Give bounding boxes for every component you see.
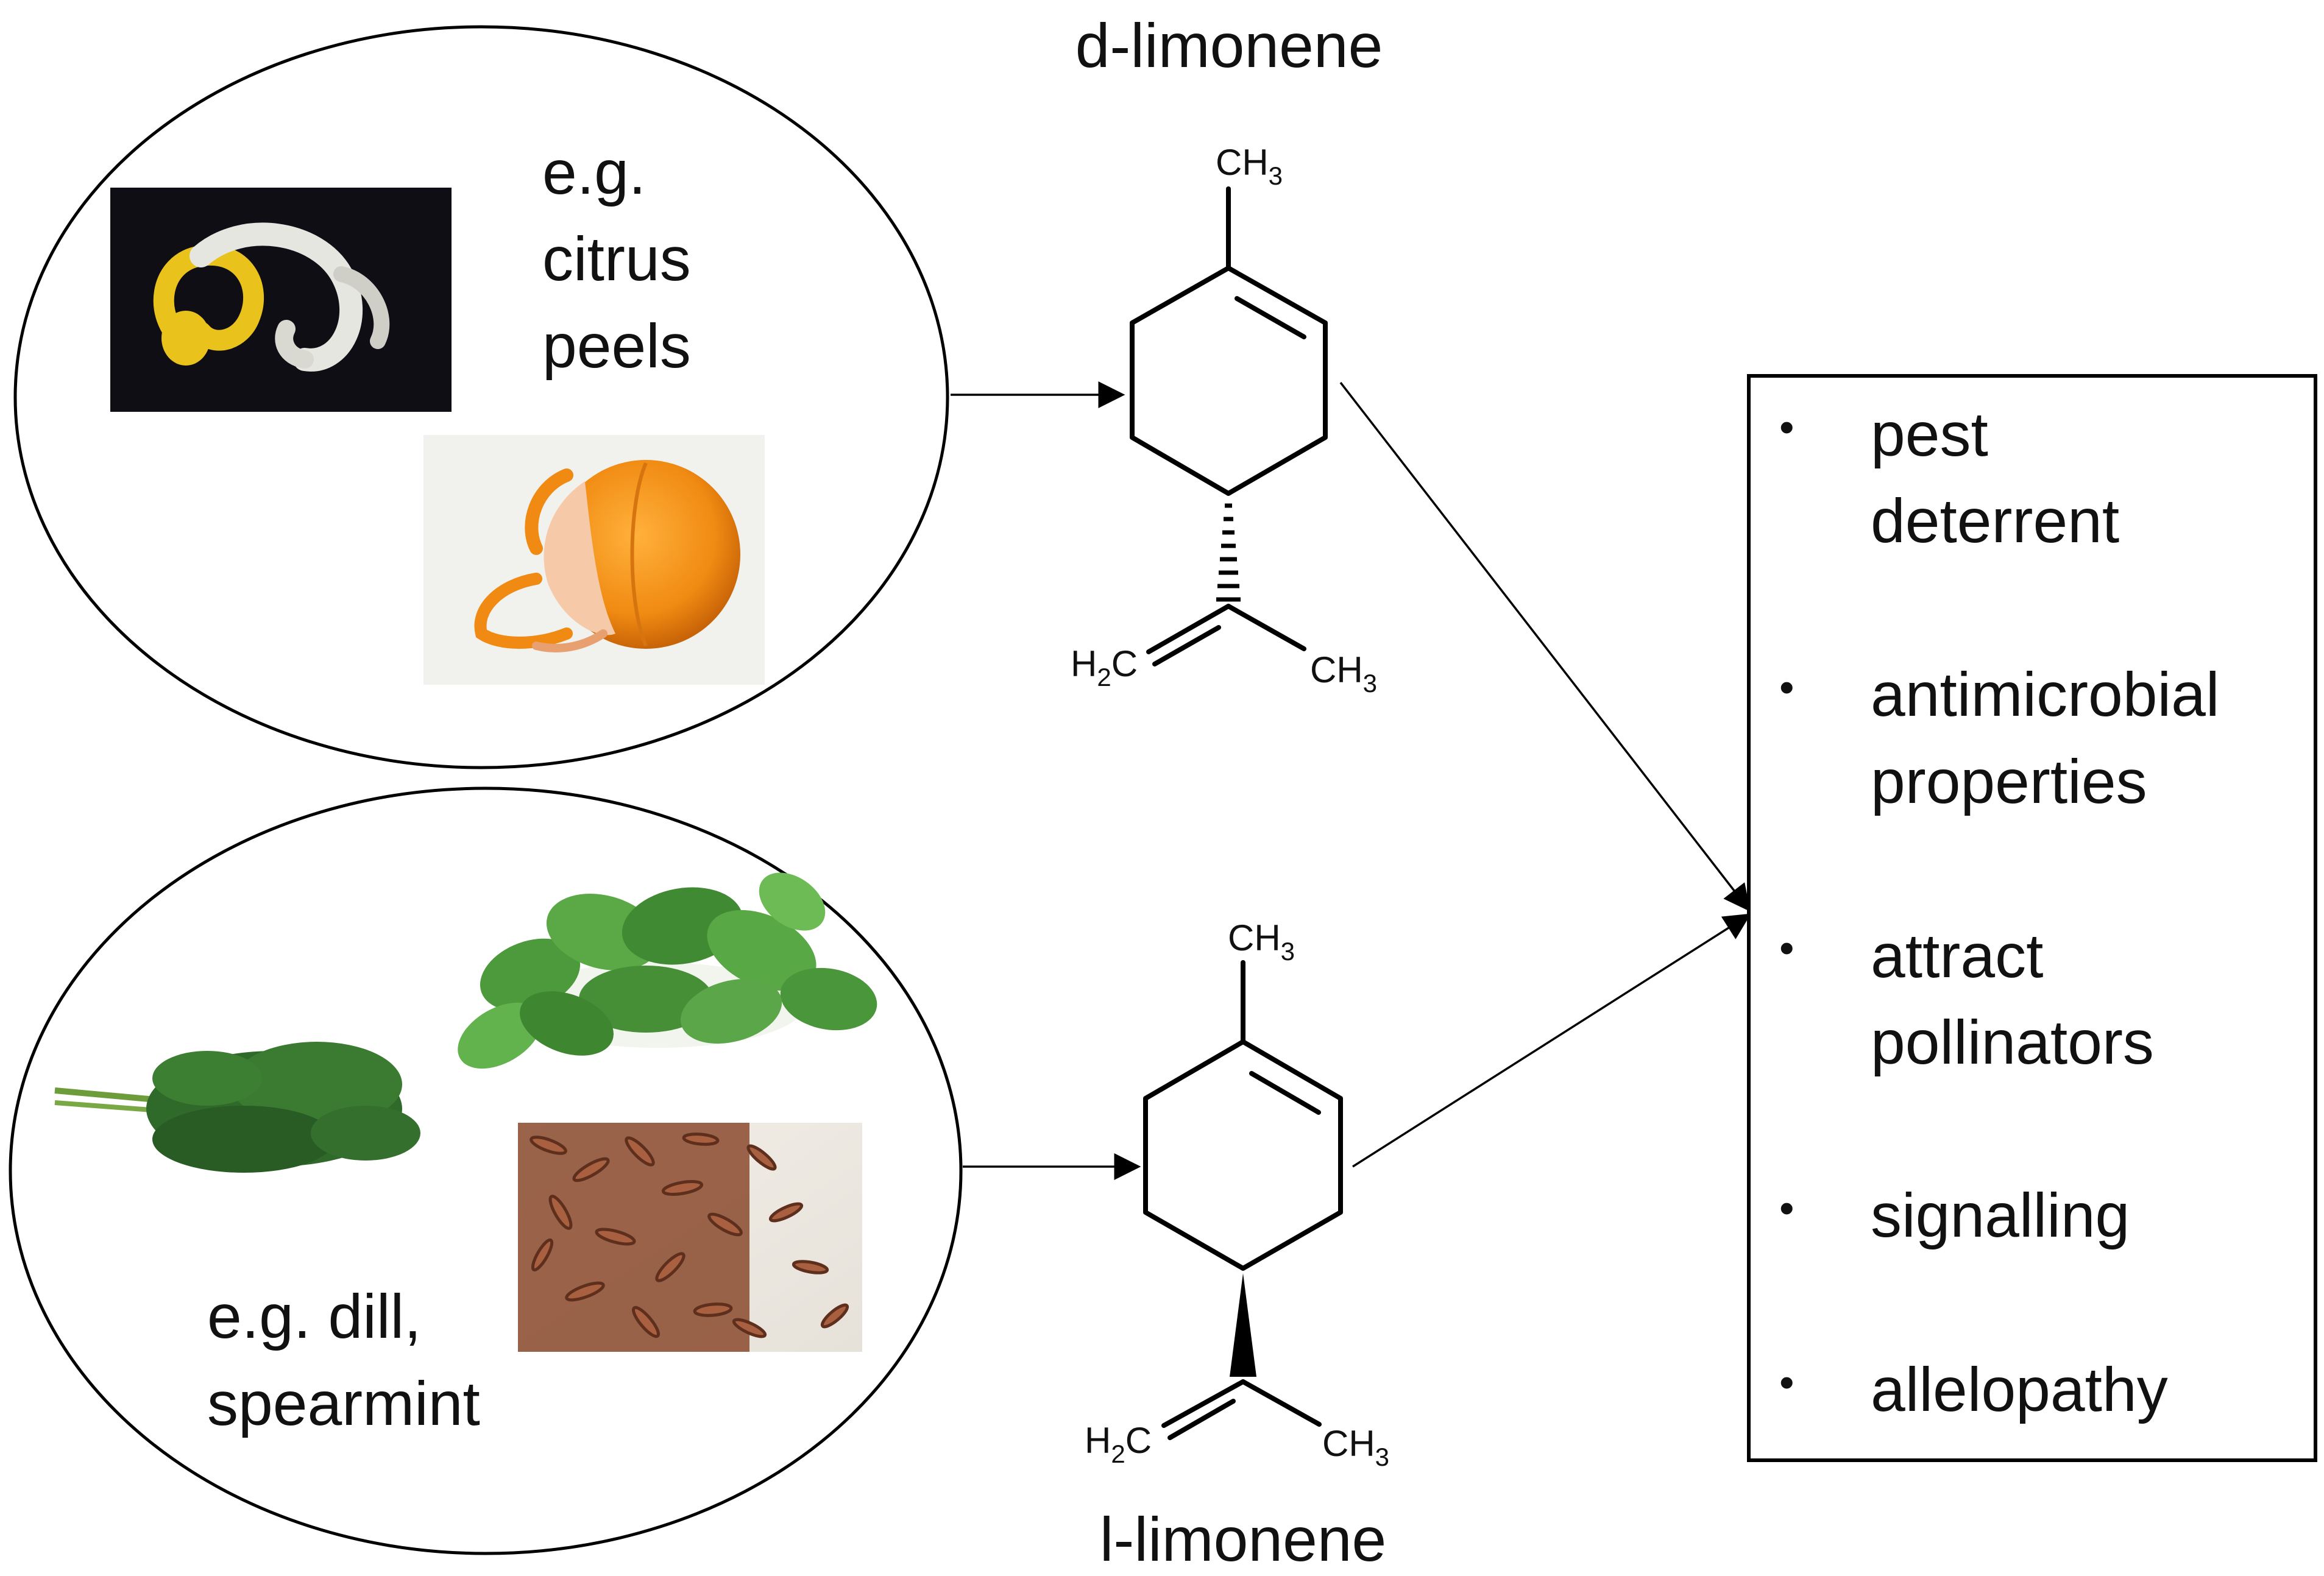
l-methyl-label: CH3 bbox=[1228, 917, 1295, 966]
citrus-source-group: e.g. citrus peels bbox=[13, 25, 949, 769]
citrus-label-line-2: citrus bbox=[542, 224, 691, 294]
lemon-peel-photo bbox=[110, 188, 452, 412]
dill-photo bbox=[54, 1042, 420, 1173]
role-bullet-2: • bbox=[1779, 663, 1794, 711]
peeled-orange-photo bbox=[423, 435, 765, 685]
role-2-line-1: antimicrobial bbox=[1871, 660, 2220, 729]
role-4-line-1: signalling bbox=[1871, 1181, 2130, 1250]
citrus-label-line-3: peels bbox=[542, 311, 691, 381]
herb-label-line-2: spearmint bbox=[207, 1369, 480, 1438]
role-bullet-4: • bbox=[1779, 1184, 1794, 1232]
role-5-line-1: allelopathy bbox=[1871, 1355, 2168, 1424]
role-1-line-2: deterrent bbox=[1871, 486, 2119, 556]
herb-label-line-1: e.g. dill, bbox=[207, 1282, 422, 1351]
role-3-line-2: pollinators bbox=[1871, 1008, 2154, 1077]
role-3-line-1: attract bbox=[1871, 921, 2043, 991]
citrus-source-ellipse bbox=[13, 25, 949, 769]
role-2-line-2: properties bbox=[1871, 747, 2147, 816]
l-ch2-label: H2C bbox=[1085, 1420, 1152, 1468]
roles-box: • pest deterrent • antimicrobial propert… bbox=[1747, 374, 2317, 1462]
d-limonene-to-roles-arrow bbox=[1339, 381, 1751, 912]
l-solid-wedge bbox=[1230, 1273, 1256, 1377]
d-ch3-label: CH3 bbox=[1310, 649, 1377, 698]
spearmint-photo bbox=[458, 872, 877, 1069]
d-methyl-label: CH3 bbox=[1216, 142, 1283, 190]
roles-box-outline bbox=[1747, 374, 2317, 1462]
l-limonene-structure: l-limonene CH3 H2C CH3 bbox=[1085, 917, 1389, 1574]
caraway-seeds-photo bbox=[518, 1123, 862, 1352]
d-limonene-label: d-limonene bbox=[1075, 11, 1383, 80]
herb-source-group: e.g. dill, spearmint bbox=[9, 786, 963, 1555]
role-bullet-3: • bbox=[1779, 924, 1794, 972]
d-limonene-structure: d-limonene CH3 H2C CH3 bbox=[1071, 11, 1383, 698]
l-limonene-label: l-limonene bbox=[1100, 1505, 1387, 1574]
citrus-label-line-1: e.g. bbox=[542, 138, 646, 207]
l-ch3-label: CH3 bbox=[1322, 1423, 1389, 1471]
role-1-line-1: pest bbox=[1871, 400, 1988, 469]
role-bullet-1: • bbox=[1779, 403, 1794, 451]
d-ch2-label: H2C bbox=[1071, 643, 1138, 691]
d-hashed-wedge bbox=[1216, 503, 1241, 602]
l-limonene-to-roles-arrow bbox=[1352, 913, 1751, 1168]
herb-source-ellipse bbox=[9, 786, 963, 1555]
role-bullet-5: • bbox=[1779, 1359, 1794, 1406]
